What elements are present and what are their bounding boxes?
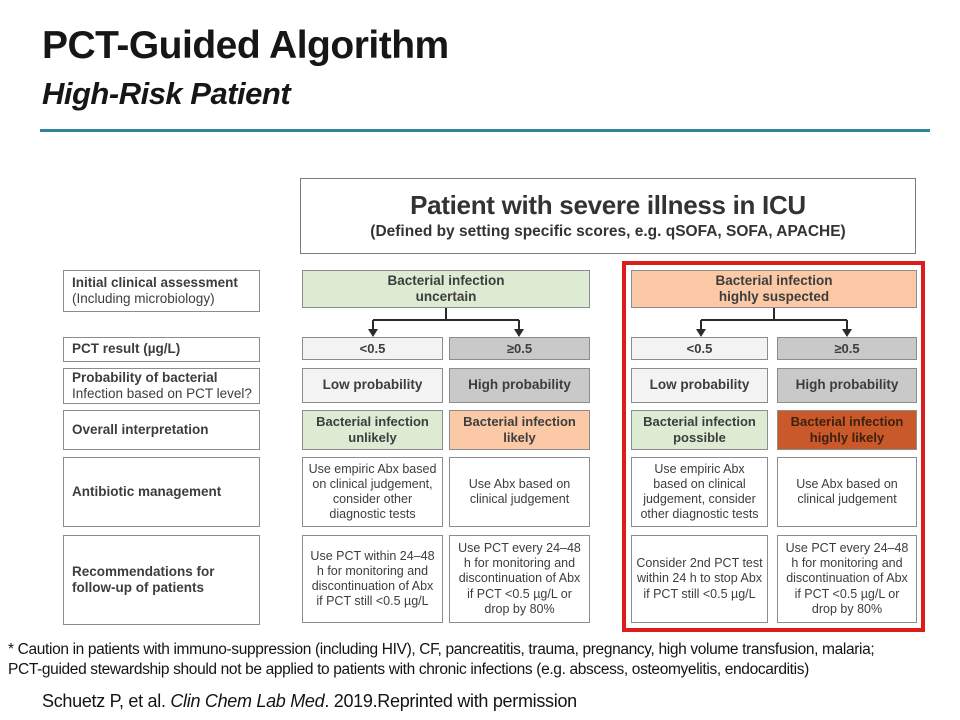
row-label-followup: Recommendations for follow-up of patient… <box>63 535 260 625</box>
followup-box: Use PCT within 24–48 h for monitoring an… <box>302 535 443 623</box>
pct-result-box: ≥0.5 <box>777 337 917 360</box>
branch-uncertain-header: Bacterial infection uncertain <box>302 270 590 308</box>
icu-header-box: Patient with severe illness in ICU (Defi… <box>300 178 916 254</box>
probability-box: High probability <box>777 368 917 403</box>
icu-header-subtitle: (Defined by setting specific scores, e.g… <box>370 223 846 241</box>
branch-uncertain-connector-arrows <box>368 308 524 337</box>
pct-result-box: <0.5 <box>631 337 768 360</box>
followup-box: Consider 2nd PCT test within 24 h to sto… <box>631 535 768 623</box>
row-label-antibiotic-management: Antibiotic management <box>63 457 260 527</box>
interpretation-box: Bacterial infection likely <box>449 410 590 450</box>
followup-box: Use PCT every 24–48 h for monitoring and… <box>449 535 590 623</box>
management-box: Use Abx based on clinical judgement <box>449 457 590 527</box>
probability-box: Low probability <box>302 368 443 403</box>
row-label-initial-assessment: Initial clinical assessment (Including m… <box>63 270 260 312</box>
pct-result-box: <0.5 <box>302 337 443 360</box>
slide-title: PCT-Guided Algorithm <box>42 24 449 67</box>
interpretation-box: Bacterial infection highly likely <box>777 410 917 450</box>
row-label-title: Recommendations for follow-up of patient… <box>72 563 215 595</box>
row-label-sub: Infection based on PCT level? <box>72 386 252 401</box>
row-label-sub: (Including microbiology) <box>72 291 215 306</box>
citation: Schuetz P, et al. Clin Chem Lab Med. 201… <box>42 691 577 712</box>
interpretation-box: Bacterial infection unlikely <box>302 410 443 450</box>
row-label-title: PCT result (µg/L) <box>72 341 181 357</box>
citation-suffix: . 2019.Reprinted with permission <box>324 691 577 711</box>
probability-box: High probability <box>449 368 590 403</box>
management-box: Use empiric Abx based on clinical judgem… <box>302 457 443 527</box>
row-label-title: Overall interpretation <box>72 421 209 437</box>
icu-header-title: Patient with severe illness in ICU <box>410 189 806 220</box>
accent-divider <box>40 129 930 132</box>
followup-box: Use PCT every 24–48 h for monitoring and… <box>777 535 917 623</box>
row-label-probability: Probability of bacterial Infection based… <box>63 368 260 404</box>
branch-highly-suspected-connector-arrows <box>696 308 852 337</box>
row-label-interpretation: Overall interpretation <box>63 410 260 450</box>
management-box: Use empiric Abx based on clinical judgem… <box>631 457 768 527</box>
pct-result-box: ≥0.5 <box>449 337 590 360</box>
probability-box: Low probability <box>631 368 768 403</box>
branch-highly-suspected-header: Bacterial infection highly suspected <box>631 270 917 308</box>
row-label-title: Antibiotic management <box>72 483 222 499</box>
citation-authors: Schuetz P, et al. <box>42 691 171 711</box>
row-label-pct-result: PCT result (µg/L) <box>63 337 260 362</box>
citation-journal: Clin Chem Lab Med <box>170 691 325 711</box>
interpretation-box: Bacterial infection possible <box>631 410 768 450</box>
caution-footnote: * Caution in patients with immuno-suppre… <box>8 641 875 679</box>
row-label-title: Probability of bacterial <box>72 369 218 385</box>
row-label-title: Initial clinical assessment <box>72 274 238 290</box>
slide-subtitle: High-Risk Patient <box>42 76 291 111</box>
management-box: Use Abx based on clinical judgement <box>777 457 917 527</box>
